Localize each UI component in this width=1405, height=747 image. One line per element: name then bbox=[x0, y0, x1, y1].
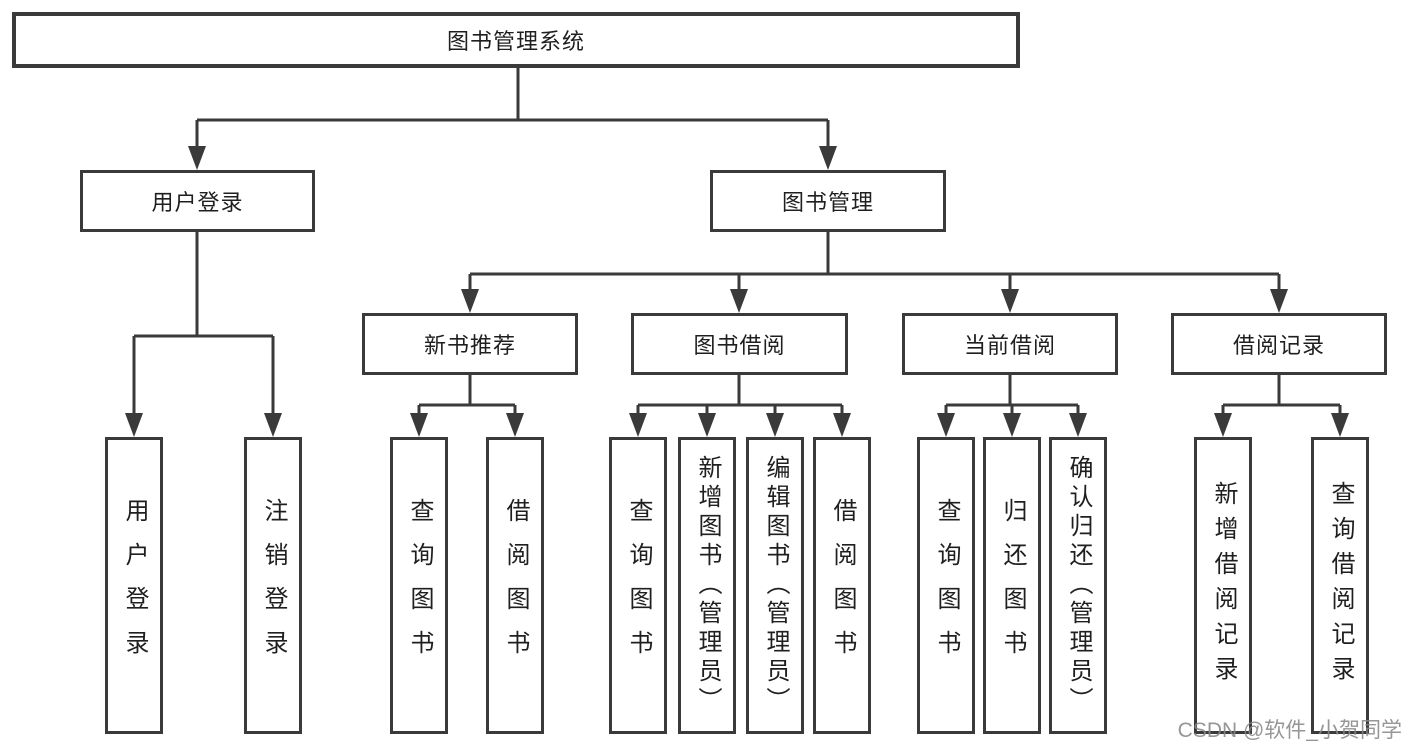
leaf-return-books: 归还图书 bbox=[983, 437, 1041, 734]
node-book-mgmt-label: 图书管理 bbox=[781, 190, 874, 215]
node-current-borrow: 当前借阅 bbox=[902, 313, 1118, 375]
leaf-current-query-books-label: 查询图书 bbox=[933, 497, 960, 674]
leaf-confirm-return-admin: 确认归还（管理员） bbox=[1049, 437, 1107, 734]
leaf-logout-label: 注销登录 bbox=[260, 497, 287, 674]
node-root: 图书管理系统 bbox=[12, 12, 1020, 68]
node-root-label: 图书管理系统 bbox=[446, 29, 585, 54]
connector-new-book-rec-to-leaves bbox=[410, 375, 524, 437]
leaf-add-books-admin: 新增图书（管理员） bbox=[678, 437, 736, 734]
watermark: CSDN @软件_小贺同学 bbox=[1177, 719, 1402, 742]
node-current-borrow-label: 当前借阅 bbox=[963, 333, 1056, 358]
leaf-user-login: 用户登录 bbox=[105, 437, 163, 734]
node-borrow-records: 借阅记录 bbox=[1171, 313, 1387, 375]
node-book-borrow: 图书借阅 bbox=[631, 313, 848, 375]
leaf-query-borrow-record: 查询借阅记录 bbox=[1311, 437, 1369, 734]
node-user-login-label: 用户登录 bbox=[151, 190, 244, 215]
leaf-rec-query-books-label: 查询图书 bbox=[406, 497, 433, 674]
node-book-mgmt: 图书管理 bbox=[710, 170, 946, 232]
node-new-book-rec-label: 新书推荐 bbox=[423, 333, 516, 358]
connector-borrow-records-to-leaves bbox=[1214, 375, 1349, 437]
leaf-return-books-label: 归还图书 bbox=[999, 497, 1026, 674]
leaf-borrow-books: 借阅图书 bbox=[813, 437, 871, 734]
leaf-edit-books-admin: 编辑图书（管理员） bbox=[746, 437, 804, 734]
connector-book-mgmt-to-level3 bbox=[461, 232, 1288, 313]
leaf-confirm-return-admin-label: 确认归还（管理员） bbox=[1065, 455, 1092, 716]
leaf-rec-borrow-books-label: 借阅图书 bbox=[502, 497, 529, 674]
node-borrow-records-label: 借阅记录 bbox=[1232, 333, 1325, 358]
leaf-query-borrow-record-label: 查询借阅记录 bbox=[1327, 480, 1354, 691]
connector-current-borrow-to-leaves bbox=[937, 375, 1087, 437]
leaf-user-login-label: 用户登录 bbox=[121, 497, 148, 674]
leaf-add-books-admin-label: 新增图书（管理员） bbox=[694, 455, 721, 716]
leaf-logout: 注销登录 bbox=[244, 437, 302, 734]
leaf-edit-books-admin-label: 编辑图书（管理员） bbox=[762, 455, 789, 716]
leaf-current-query-books: 查询图书 bbox=[917, 437, 975, 734]
leaf-rec-borrow-books: 借阅图书 bbox=[486, 437, 544, 734]
leaf-rec-query-books: 查询图书 bbox=[390, 437, 448, 734]
connector-user-login-to-leaves bbox=[125, 232, 282, 437]
node-book-borrow-label: 图书借阅 bbox=[693, 333, 786, 358]
node-user-login: 用户登录 bbox=[80, 170, 315, 232]
leaf-borrow-query-books: 查询图书 bbox=[609, 437, 667, 734]
connector-root-to-level2 bbox=[188, 68, 837, 170]
connector-book-borrow-to-leaves bbox=[629, 375, 851, 437]
leaf-add-borrow-record-label: 新增借阅记录 bbox=[1210, 480, 1237, 691]
leaf-borrow-query-books-label: 查询图书 bbox=[625, 497, 652, 674]
leaf-borrow-books-label: 借阅图书 bbox=[829, 497, 856, 674]
node-new-book-rec: 新书推荐 bbox=[362, 313, 578, 375]
leaf-add-borrow-record: 新增借阅记录 bbox=[1194, 437, 1252, 734]
